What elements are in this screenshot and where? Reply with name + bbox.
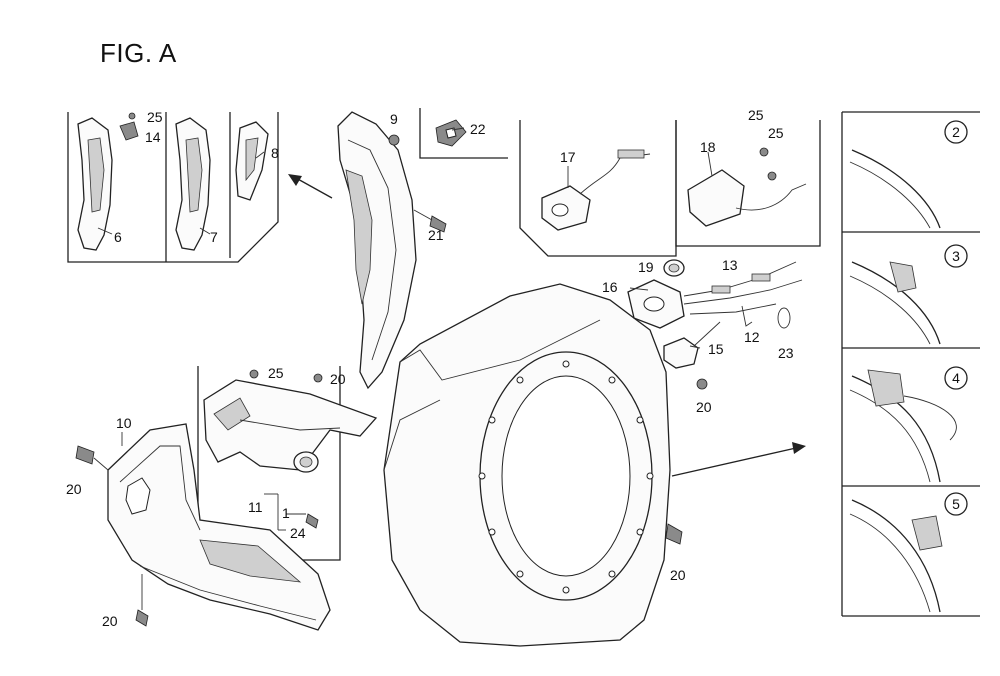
- wiring-assembly: [627, 259, 803, 390]
- arrow-to-inset: [288, 174, 333, 199]
- callout-14: 14: [145, 129, 161, 145]
- callout-17: 17: [560, 149, 576, 165]
- variant-badge: [944, 492, 968, 516]
- variant-badge: [944, 244, 968, 268]
- callout-12: 12: [744, 329, 760, 345]
- callout-8: 8: [271, 145, 279, 161]
- upper-shroud-cover: [337, 111, 447, 390]
- callout-21: 21: [428, 227, 444, 243]
- callout-10: 10: [116, 415, 132, 431]
- callout-15: 15: [708, 341, 724, 357]
- inset-clip: [419, 108, 508, 159]
- callout-18: 18: [700, 139, 716, 155]
- callout-11: 11: [248, 499, 263, 515]
- fan-housing: [383, 283, 683, 647]
- inset-switch-17: [519, 120, 677, 257]
- callout-25: 25: [268, 365, 284, 381]
- callout-1: 1: [282, 505, 290, 521]
- callout-16: 16: [602, 279, 618, 295]
- side-bracket-inset: [197, 366, 378, 561]
- variant-5: 5: [952, 496, 960, 512]
- callout-19: 19: [638, 259, 654, 275]
- variant-4: 4: [952, 370, 960, 386]
- inset-shroud-covers: [67, 112, 279, 263]
- variant-2: 2: [952, 124, 960, 140]
- variant-labels: 2 3 4 5: [944, 120, 968, 516]
- callout-20: 20: [670, 567, 686, 583]
- callout-labels: 25 14 8 6 7 9 22 21 17 18 25 25 19 13 16…: [66, 107, 794, 629]
- arrow-to-variants: [671, 442, 806, 477]
- callout-20: 20: [696, 399, 712, 415]
- callout-25: 25: [768, 125, 784, 141]
- callout-6: 6: [114, 229, 122, 245]
- callout-25: 25: [147, 109, 163, 125]
- callout-9: 9: [390, 111, 398, 127]
- callout-20: 20: [66, 481, 82, 497]
- lower-shroud: [75, 423, 331, 631]
- variant-badge: [944, 120, 968, 144]
- figure-title: FIG. A: [100, 38, 177, 68]
- callout-20: 20: [330, 371, 346, 387]
- callout-7: 7: [210, 229, 218, 245]
- callout-22: 22: [470, 121, 486, 137]
- variant-badge: [944, 366, 968, 390]
- callout-23: 23: [778, 345, 794, 361]
- callout-20: 20: [102, 613, 118, 629]
- inset-switch-18: [675, 120, 821, 247]
- callout-25: 25: [748, 107, 764, 123]
- callout-24: 24: [290, 525, 306, 541]
- variant-column: [841, 111, 980, 617]
- leader-lines: [97, 127, 713, 531]
- variant-3: 3: [952, 248, 960, 264]
- callout-13: 13: [722, 257, 738, 273]
